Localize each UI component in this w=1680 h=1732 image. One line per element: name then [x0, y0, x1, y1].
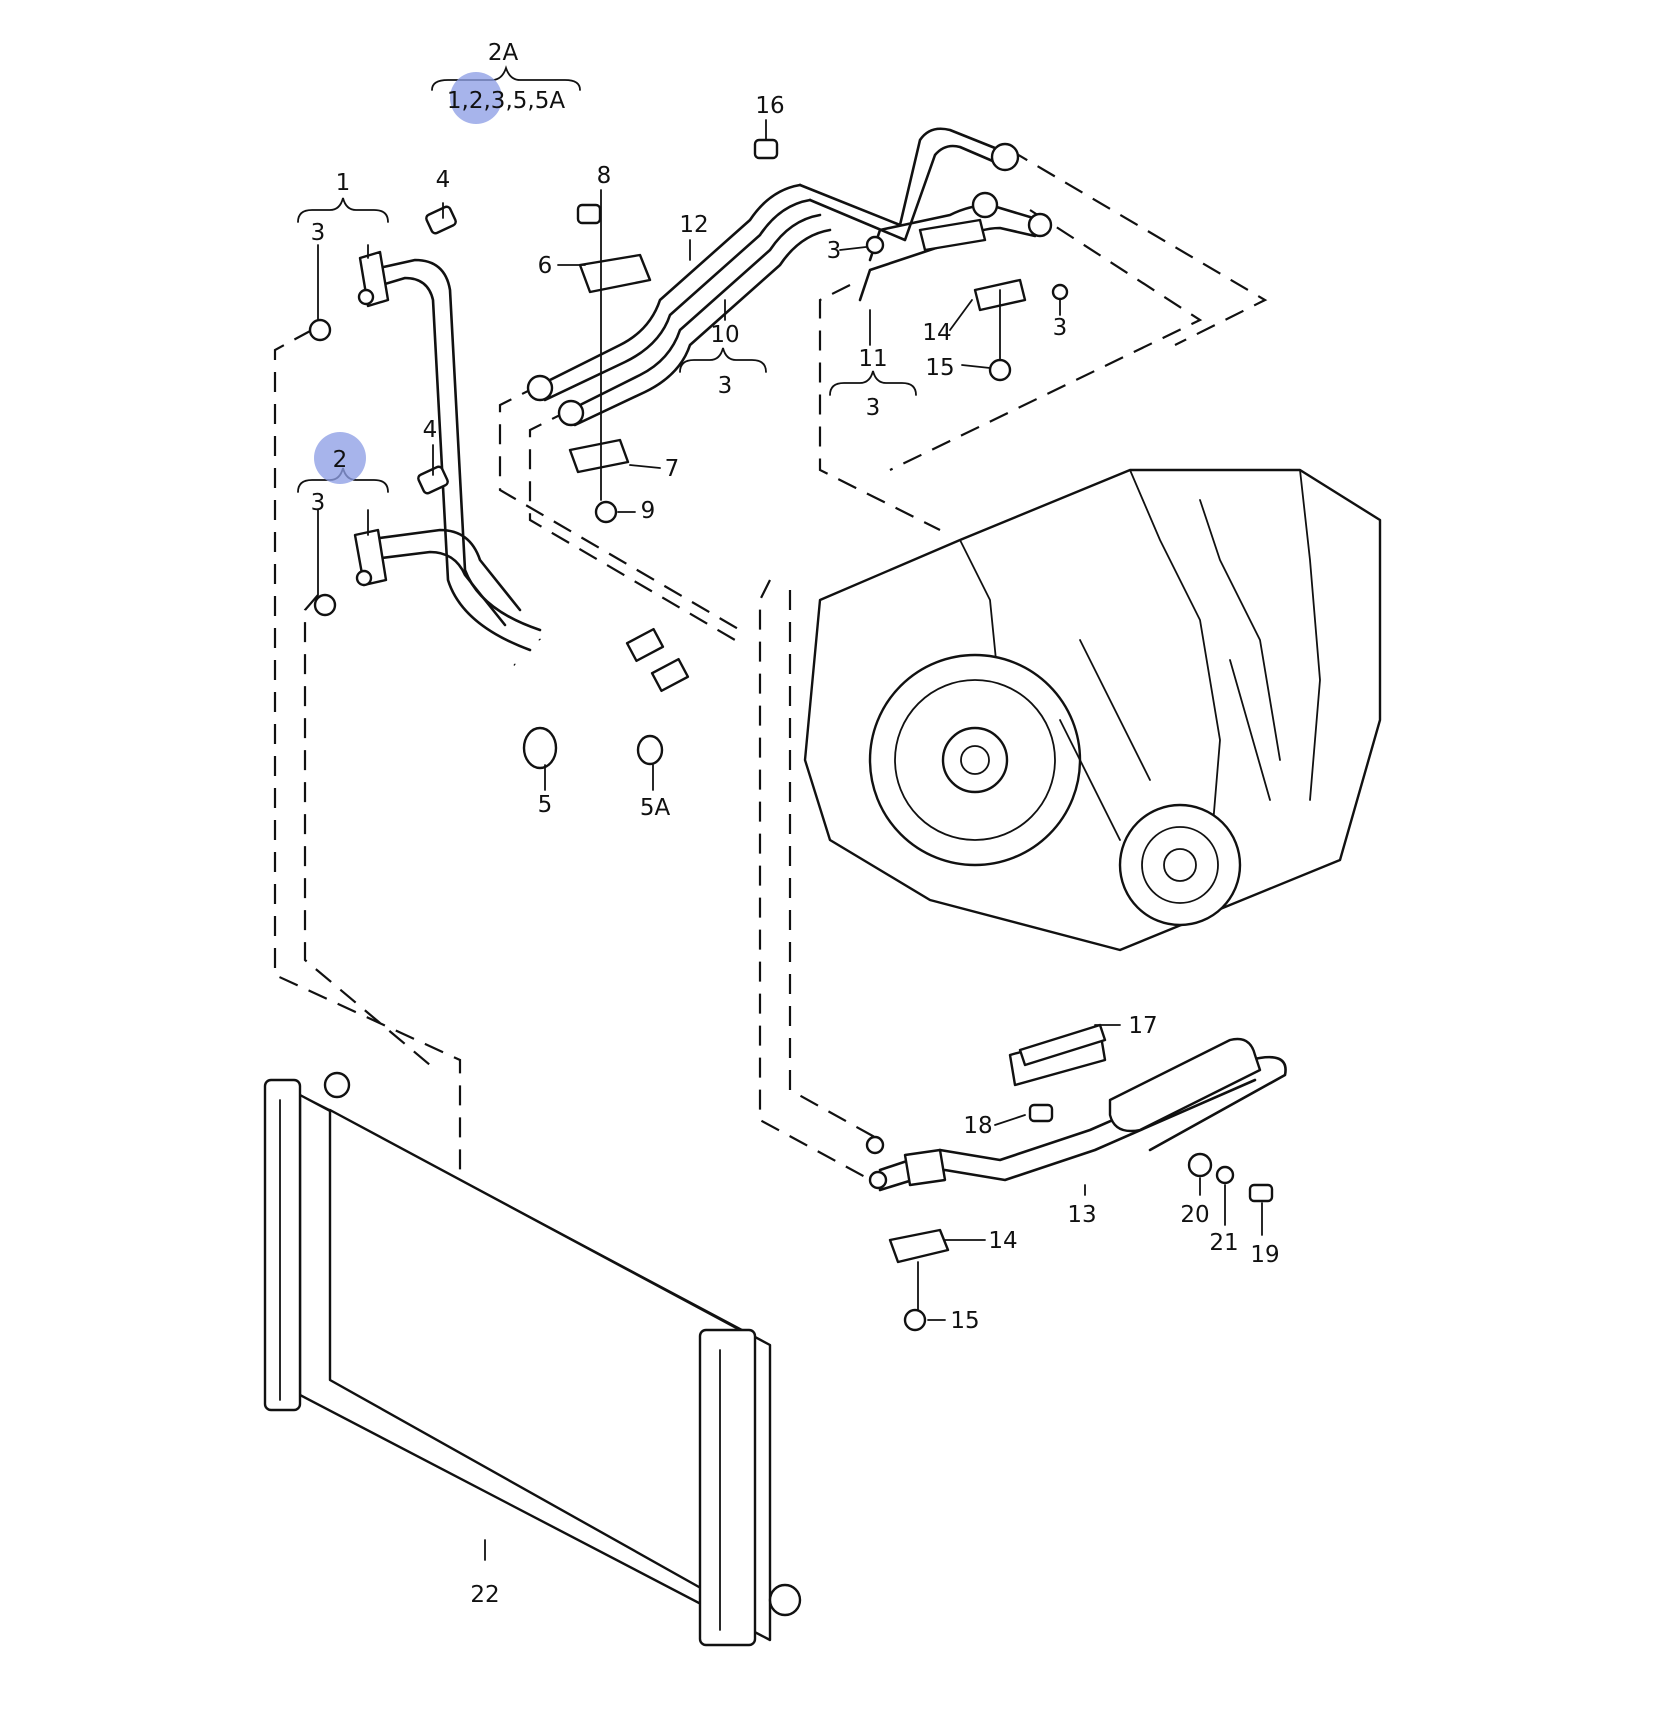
pipes-10-12	[526, 183, 832, 427]
label-14-top: 14	[922, 320, 951, 346]
seal-21	[1215, 1165, 1235, 1185]
pipe-2	[353, 528, 522, 627]
label-2A-group: 1,2,3,5,5A	[447, 88, 565, 114]
bolt-15-top	[988, 358, 1012, 382]
seal-5A	[636, 734, 664, 766]
seal-3-right	[1051, 283, 1069, 301]
seal-ring-3a	[308, 318, 332, 342]
oil-cooler-13	[865, 1028, 1287, 1192]
small-parts	[308, 138, 1274, 1332]
dashed-routing-lines	[273, 149, 1268, 1186]
group-braces	[297, 65, 917, 493]
seal-3-top	[865, 235, 885, 255]
bracket-7	[568, 438, 630, 474]
highlight-2a-group	[450, 72, 502, 124]
label-2A: 2A	[488, 40, 519, 66]
label-14-bot: 14	[988, 1228, 1017, 1254]
radiator	[263, 1071, 802, 1647]
label-13: 13	[1067, 1202, 1096, 1228]
grommet-5	[522, 726, 558, 770]
label-22: 22	[470, 1582, 499, 1608]
label-11: 11	[858, 346, 887, 372]
bolt-19	[1248, 1183, 1274, 1203]
highlights	[314, 72, 502, 484]
label-15-top: 15	[925, 355, 954, 381]
label-11-3: 3	[866, 395, 881, 421]
label-21: 21	[1209, 1230, 1238, 1256]
label-18: 18	[963, 1113, 992, 1139]
highlight-2	[314, 432, 366, 484]
seal-ring-3b	[313, 593, 337, 617]
pipe-11	[798, 127, 1053, 302]
label-16: 16	[755, 93, 784, 119]
label-10: 10	[710, 322, 739, 348]
bracket-14-bot	[888, 1228, 950, 1264]
bolt-8	[576, 203, 602, 225]
label-12: 12	[679, 212, 708, 238]
plug-20	[1187, 1152, 1213, 1178]
label-9: 9	[641, 498, 656, 524]
label-3-top: 3	[827, 238, 842, 264]
leader-lines	[317, 119, 1263, 1321]
bolt-18	[1028, 1103, 1054, 1123]
transmission	[803, 468, 1382, 952]
flex-hoses	[512, 627, 690, 702]
bracket-6	[578, 253, 652, 294]
label-5: 5	[538, 792, 553, 818]
nut-9	[594, 500, 618, 524]
callout-labels: 2A 1,2,3,5,5A 1 3 4 2 3 4 5 5A 8 6 12 10…	[311, 40, 1280, 1608]
label-1: 1	[336, 170, 351, 196]
label-15-bot: 15	[950, 1308, 979, 1334]
bracket-17	[1018, 1023, 1107, 1067]
label-20: 20	[1180, 1202, 1209, 1228]
label-2: 2	[333, 447, 348, 473]
label-19: 19	[1250, 1242, 1279, 1268]
label-1-3: 3	[311, 220, 326, 246]
label-5A: 5A	[640, 795, 671, 821]
label-8: 8	[597, 163, 612, 189]
label-17: 17	[1128, 1013, 1157, 1039]
label-7: 7	[665, 456, 680, 482]
label-6: 6	[538, 253, 553, 279]
pipe-1	[357, 250, 542, 652]
label-3-right: 3	[1053, 315, 1068, 341]
bolt-4a	[425, 205, 457, 235]
bolt-15-bot	[903, 1308, 927, 1332]
label-2-3: 3	[311, 490, 326, 516]
label-4a: 4	[436, 167, 451, 193]
bolt-4b	[417, 465, 449, 495]
label-4b: 4	[423, 417, 438, 443]
label-10-3: 3	[718, 373, 733, 399]
bolt-16	[753, 138, 779, 160]
